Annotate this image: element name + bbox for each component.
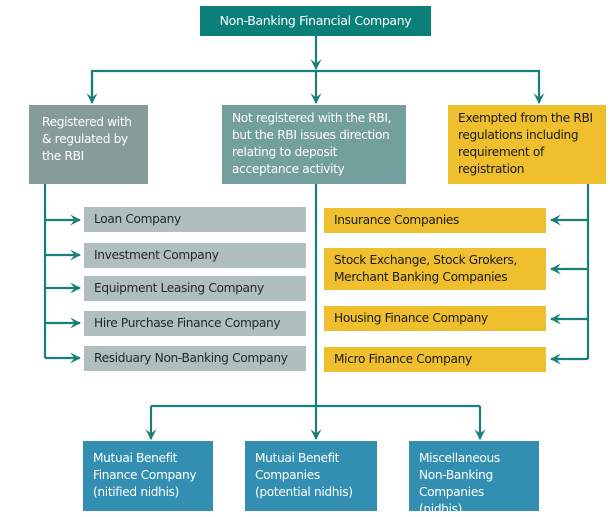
root-node: Non-Banking Financial Company <box>200 6 431 36</box>
exempted-type-item: Insurance Companies <box>324 208 546 233</box>
nidhi-box-notified: Mutuai Benefit Finance Company (nitified… <box>83 441 213 511</box>
registered-type-item: Residuary Non-Banking Company <box>84 346 306 371</box>
nidhi-box-potential: Mutuai Benefit Companies (potential nidh… <box>245 441 377 511</box>
category-exempted: Exempted from the RBI regulations includ… <box>448 105 606 184</box>
registered-type-item: Loan Company <box>84 207 306 232</box>
exempted-type-item: Stock Exchange, Stock Grokers, Merchant … <box>324 248 546 290</box>
nidhi-box-miscellaneous: Miscellaneous Non-Banking Companies (nid… <box>409 441 539 516</box>
exempted-type-item: Housing Finance Company <box>324 306 546 331</box>
exempted-type-item: Micro Finance Company <box>324 347 546 372</box>
registered-type-item: Hire Purchase Finance Company <box>84 311 306 336</box>
category-not-registered: Not registered with the RBI, but the RBI… <box>222 105 406 184</box>
registered-type-item: Investment Company <box>84 243 306 268</box>
category-registered: Registered with & regulated by the RBI <box>29 105 148 184</box>
registered-type-item: Equipment Leasing Company <box>84 276 306 301</box>
